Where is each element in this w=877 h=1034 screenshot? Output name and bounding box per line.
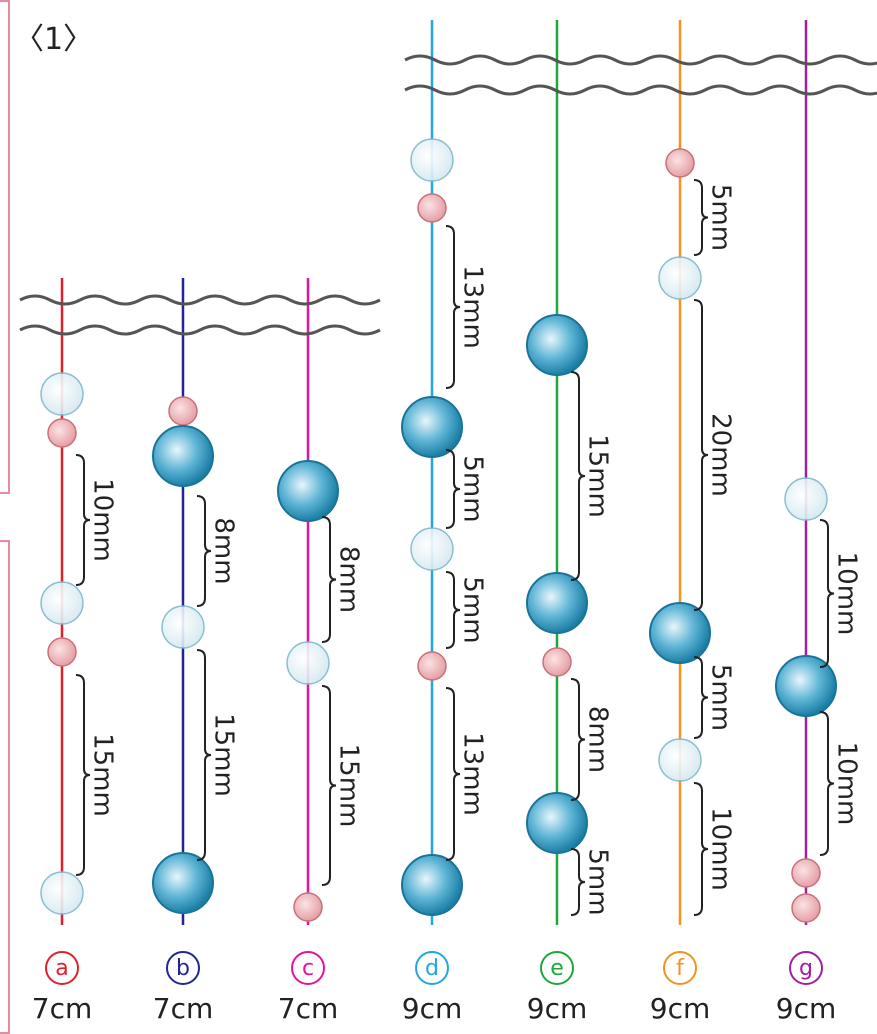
bead-clear-round-d-1 <box>410 138 454 182</box>
spacing-label-g-2: 10mm <box>832 742 862 826</box>
spacing-brace-f-3 <box>693 656 709 739</box>
bead-clear-round-a-3 <box>40 581 84 625</box>
strand-badge-f <box>663 951 697 985</box>
bead-clear-round-d-4 <box>410 527 454 571</box>
bead-large-blue-f-3 <box>649 602 711 664</box>
spacing-label-e-1: 15mm <box>583 434 613 518</box>
bead-small-pink-a-4 <box>47 637 77 667</box>
spacing-label-c-2: 15mm <box>334 744 364 828</box>
bead-small-pink-e-3 <box>542 647 572 677</box>
spacing-label-b-2: 15mm <box>209 713 239 797</box>
bead-clear-round-f-2 <box>658 256 702 300</box>
spacing-label-g-1: 10mm <box>832 552 862 636</box>
bead-large-blue-e-1 <box>526 314 588 376</box>
bead-large-blue-d-3 <box>401 396 463 458</box>
spacing-label-d-1: 13mm <box>458 265 488 349</box>
spacing-label-f-2: 20mm <box>706 413 736 497</box>
strand-badge-e <box>540 951 574 985</box>
spacing-brace-c-2 <box>321 685 337 886</box>
spacing-label-f-1: 5mm <box>706 184 736 251</box>
bead-large-blue-c-1 <box>277 460 339 522</box>
spacing-brace-f-4 <box>693 782 709 916</box>
bead-large-blue-g-2 <box>775 655 837 717</box>
spacing-label-f-4: 10mm <box>706 807 736 891</box>
spacing-label-d-3: 5mm <box>458 576 488 643</box>
strand-letter-g: g <box>799 956 813 981</box>
bead-clear-round-f-4 <box>658 738 702 782</box>
diagram-title: 〈1〉 <box>14 22 94 57</box>
bead-small-pink-c-3 <box>293 892 323 922</box>
spacing-label-d-4: 13mm <box>458 732 488 816</box>
spacing-brace-f-1 <box>693 179 709 256</box>
strand-letter-e: e <box>550 956 564 981</box>
strand-badge-d <box>415 951 449 985</box>
spacing-label-c-1: 8mm <box>334 546 364 613</box>
bead-small-pink-d-5 <box>417 651 447 681</box>
spacing-brace-e-1 <box>570 371 586 581</box>
spacing-label-e-2: 8mm <box>583 706 613 773</box>
spacing-brace-e-2 <box>570 678 586 801</box>
spacing-brace-g-1 <box>819 519 835 668</box>
spacing-label-e-3: 5mm <box>583 848 613 915</box>
bead-large-blue-e-4 <box>526 792 588 854</box>
spacing-brace-b-1 <box>196 495 212 607</box>
strand-badge-c <box>291 951 325 985</box>
spacing-brace-c-1 <box>321 516 337 643</box>
spacing-label-f-3: 5mm <box>706 664 736 731</box>
bead-small-pink-b-1 <box>168 396 198 426</box>
spacing-brace-d-1 <box>445 225 461 389</box>
spacing-brace-g-2 <box>819 711 835 856</box>
strand-length-f: 9cm <box>650 992 710 1025</box>
bead-clear-round-c-2 <box>286 641 330 685</box>
break-mark-right-lower <box>404 84 877 96</box>
strand-letter-b: b <box>176 956 190 981</box>
spacing-brace-a-1 <box>75 454 91 586</box>
break-mark-left-upper <box>19 294 381 306</box>
bead-clear-round-b-3 <box>161 605 205 649</box>
spacing-brace-d-4 <box>445 687 461 861</box>
strand-letter-c: c <box>302 956 314 981</box>
strand-length-e: 9cm <box>527 992 587 1025</box>
spacing-brace-d-3 <box>445 571 461 649</box>
spacing-label-d-2: 5mm <box>458 455 488 522</box>
bead-clear-round-a-1 <box>40 372 84 416</box>
bead-large-blue-e-2 <box>526 572 588 634</box>
strand-length-b: 7cm <box>153 992 213 1025</box>
bead-small-pink-g-3 <box>791 858 821 888</box>
bead-small-pink-d-2 <box>417 193 447 223</box>
bead-small-pink-a-2 <box>47 418 77 448</box>
strand-badge-b <box>166 951 200 985</box>
spacing-label-a-2: 15mm <box>88 733 118 817</box>
spacing-brace-b-2 <box>196 649 212 861</box>
spacing-brace-d-2 <box>445 449 461 529</box>
strand-length-c: 7cm <box>278 992 338 1025</box>
spacing-brace-f-2 <box>693 299 709 611</box>
break-mark-left-lower <box>19 324 381 336</box>
bead-clear-round-g-1 <box>784 477 828 521</box>
break-mark-right-upper <box>404 54 877 66</box>
strand-badge-g <box>789 951 823 985</box>
left-bracket-top <box>0 0 10 494</box>
bead-large-blue-d-6 <box>401 854 463 916</box>
bead-large-blue-b-4 <box>152 852 214 914</box>
strand-badge-a <box>45 951 79 985</box>
bead-small-pink-f-1 <box>665 148 695 178</box>
strand-letter-a: a <box>55 956 68 981</box>
spacing-brace-e-3 <box>570 848 586 916</box>
spacing-brace-a-2 <box>75 674 91 876</box>
strand-letter-d: d <box>425 956 439 981</box>
strand-length-g: 9cm <box>776 992 836 1025</box>
strand-letter-f: f <box>676 956 685 981</box>
spacing-label-a-1: 10mm <box>88 478 118 562</box>
spacing-label-b-1: 8mm <box>209 517 239 584</box>
bead-clear-round-a-5 <box>40 871 84 915</box>
strand-length-d: 9cm <box>402 992 462 1025</box>
bead-small-pink-g-4 <box>791 893 821 923</box>
bead-large-blue-b-2 <box>152 425 214 487</box>
strand-length-a: 7cm <box>32 992 92 1025</box>
